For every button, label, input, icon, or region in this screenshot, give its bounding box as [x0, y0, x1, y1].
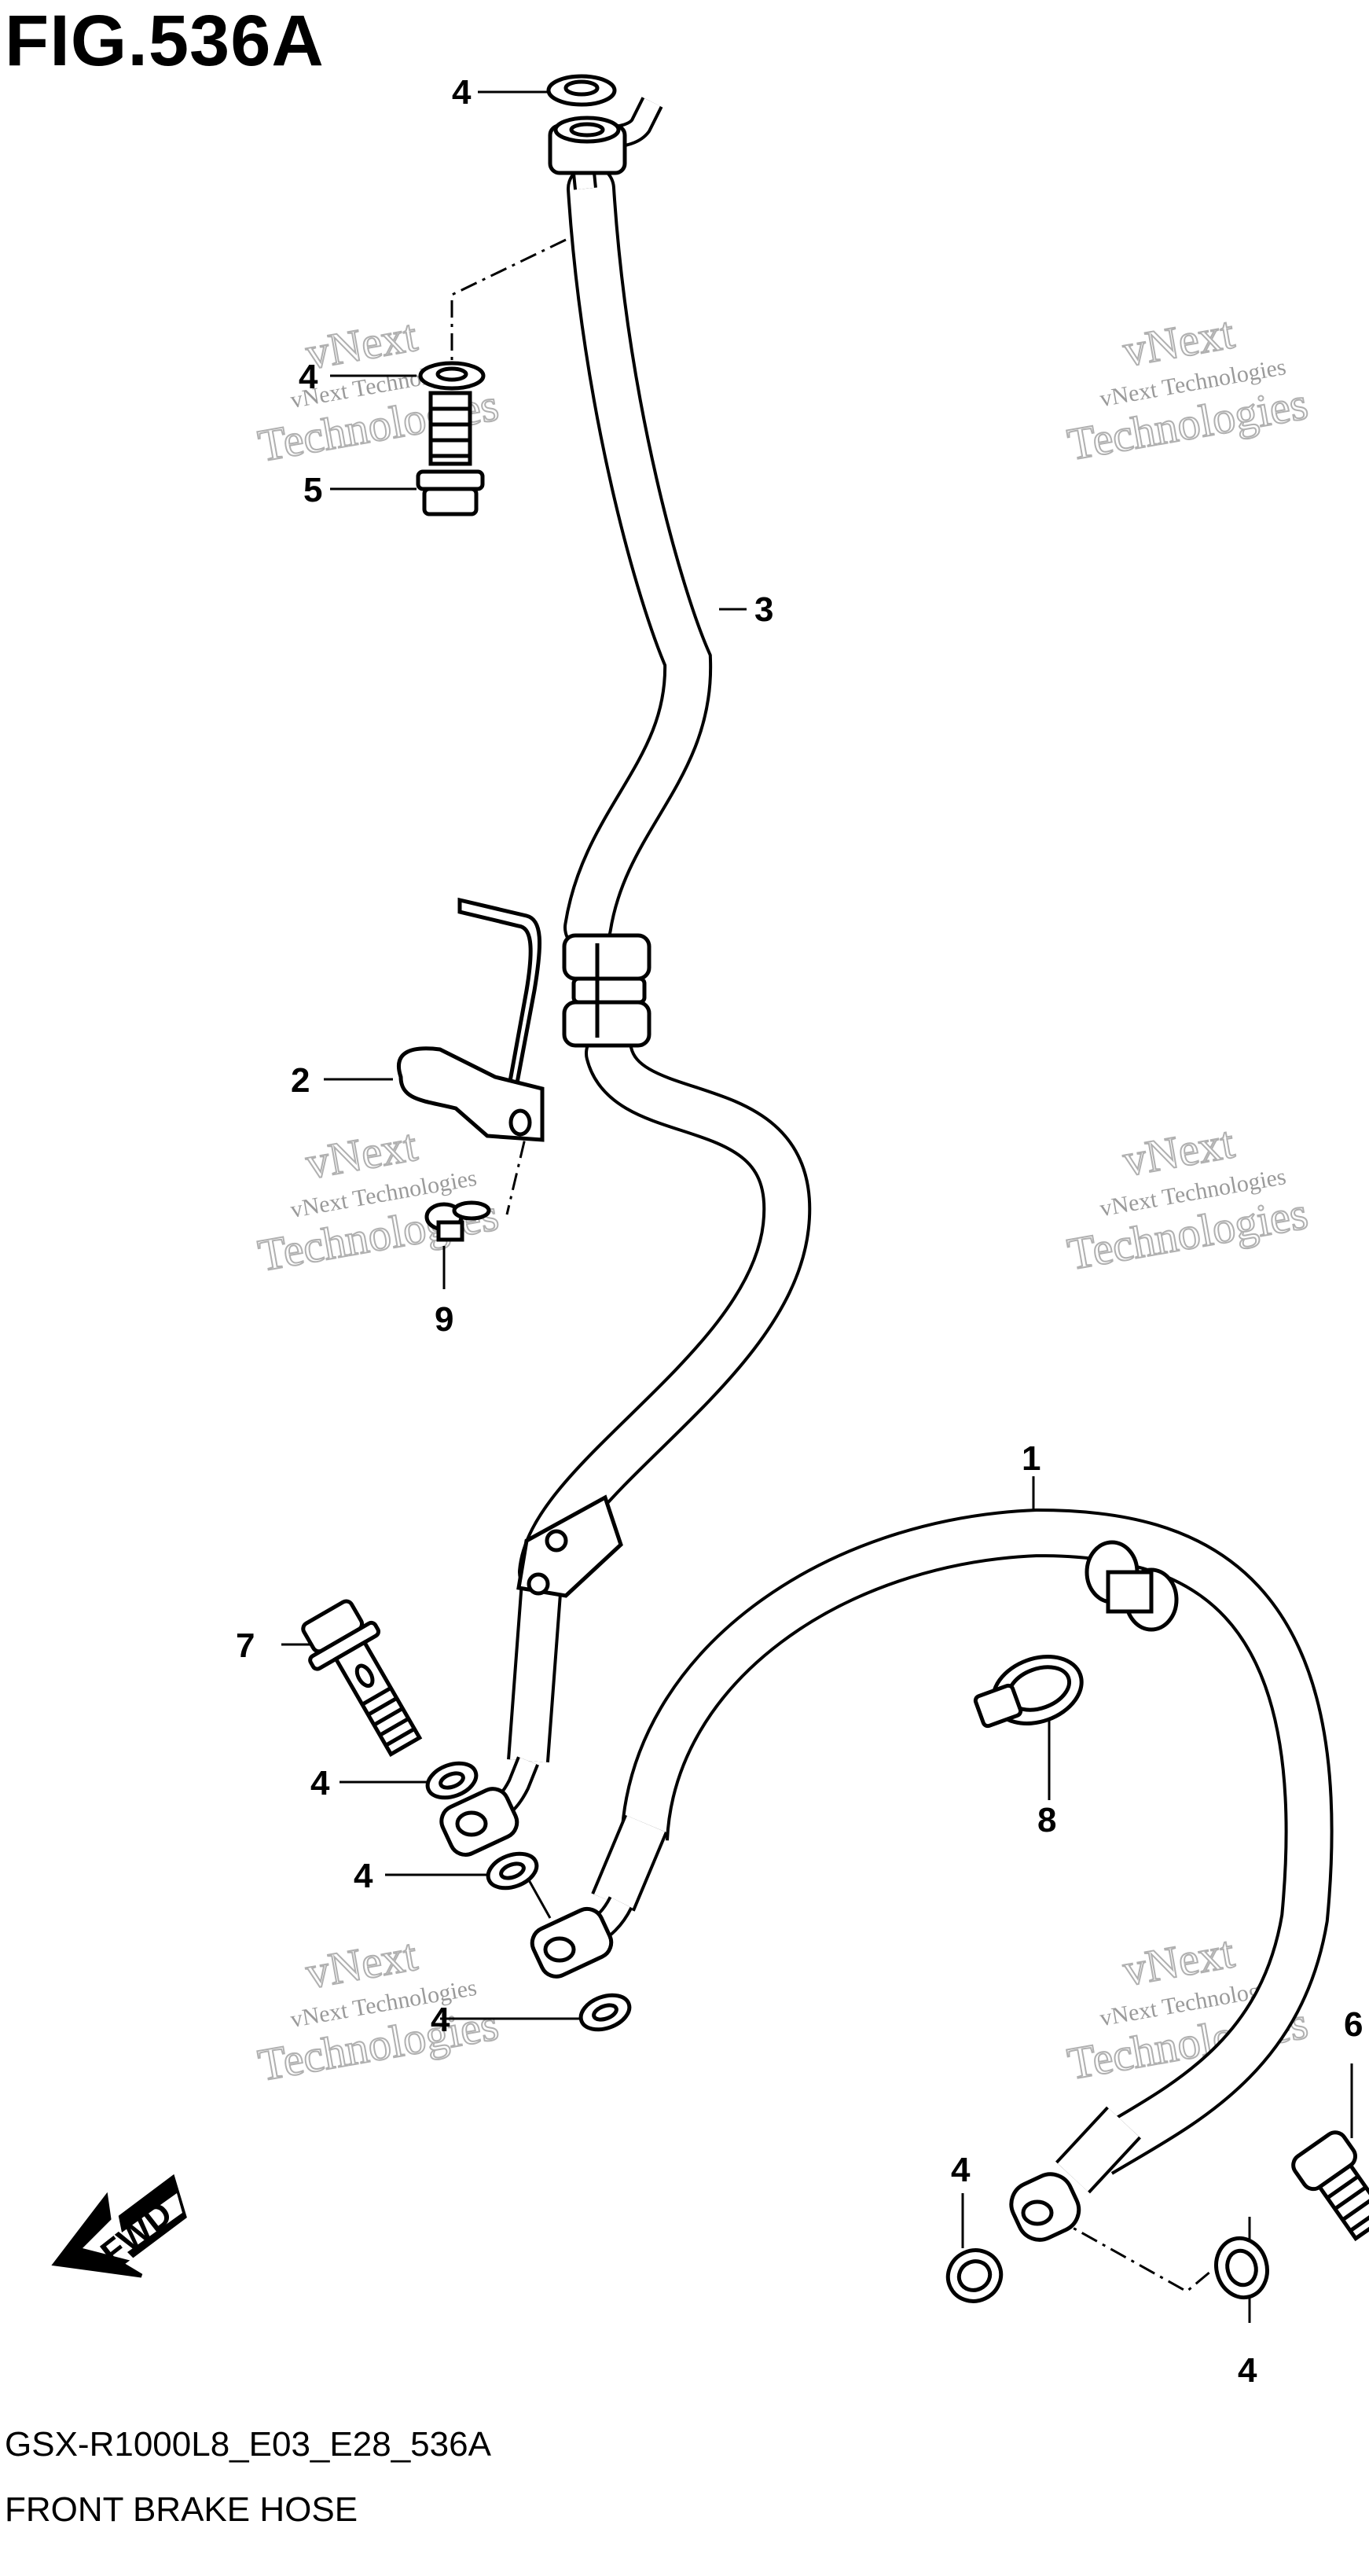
- lower-brake-hose: [574, 1508, 1334, 2194]
- washer-bolt: [418, 361, 486, 391]
- callout-4-mid3: 4: [431, 2001, 450, 2039]
- callout-leaders: [281, 90, 1353, 2323]
- callout-3: 3: [754, 590, 773, 629]
- union-bolt-lower: [301, 1599, 423, 1757]
- watermark-top-right: vNext Technologies vNext Technologies: [1063, 306, 1312, 471]
- lower-hose-left-banjo: [530, 1906, 614, 1979]
- callout-1: 1: [1022, 1439, 1041, 1478]
- callout-2: 2: [291, 1061, 310, 1100]
- watermark-mid-left: vNext Technologies vNext Technologies: [254, 1119, 503, 1282]
- washer-mid-2: [486, 1851, 539, 1891]
- figure-description: FRONT BRAKE HOSE: [5, 2490, 358, 2529]
- callout-5: 5: [303, 471, 322, 509]
- washer-mid-3: [578, 1993, 632, 2032]
- callout-8: 8: [1037, 1801, 1056, 1839]
- callout-7: 7: [236, 1626, 255, 1665]
- callout-4-mid1: 4: [310, 1764, 330, 1802]
- callout-4-mid2: 4: [354, 1857, 373, 1895]
- hose-clamp-bracket: [397, 897, 545, 1142]
- callout-4-bolt: 4: [299, 358, 318, 396]
- callout-4-low-left: 4: [951, 2151, 971, 2189]
- washer-low-right: [1214, 2236, 1269, 2300]
- figure-title: FIG.536A: [5, 1, 325, 81]
- callout-4-low-right: 4: [1238, 2351, 1257, 2390]
- washer-low-left: [945, 2248, 1004, 2303]
- bracket-screw: [424, 1200, 491, 1242]
- hose-mount-bracket: [516, 1494, 623, 1598]
- fwd-direction-arrow: FWD: [51, 2174, 187, 2278]
- callout-numbers: 4 4 5 3 2 9 1 7 4 4 4 8 6 4 4: [236, 73, 1363, 2390]
- union-bolt-upper: [416, 391, 485, 516]
- watermark-mid-right: vNext Technologies vNext Technologies: [1063, 1115, 1312, 1281]
- washer-mid-1: [425, 1761, 479, 1800]
- upper-brake-hose: [507, 97, 812, 1763]
- lower-hose-right-banjo: [1009, 2172, 1081, 2242]
- callout-4-top: 4: [452, 73, 472, 112]
- hose-grommet: [562, 933, 651, 1048]
- union-bolt-right: [1291, 2130, 1369, 2242]
- callout-9: 9: [435, 1300, 453, 1339]
- lower-hose-grommet: [1085, 1540, 1179, 1632]
- watermark-low-left: vNext Technologies vNext Technologies: [254, 1928, 503, 2092]
- callout-6: 6: [1344, 2005, 1363, 2044]
- figure-code: GSX-R1000L8_E03_E28_536A: [5, 2425, 491, 2464]
- hose-clip: [973, 1654, 1084, 1729]
- washer-top: [546, 74, 617, 107]
- upper-banjo-fitting: [548, 116, 627, 175]
- upper-hose-lower-banjo: [439, 1756, 539, 1857]
